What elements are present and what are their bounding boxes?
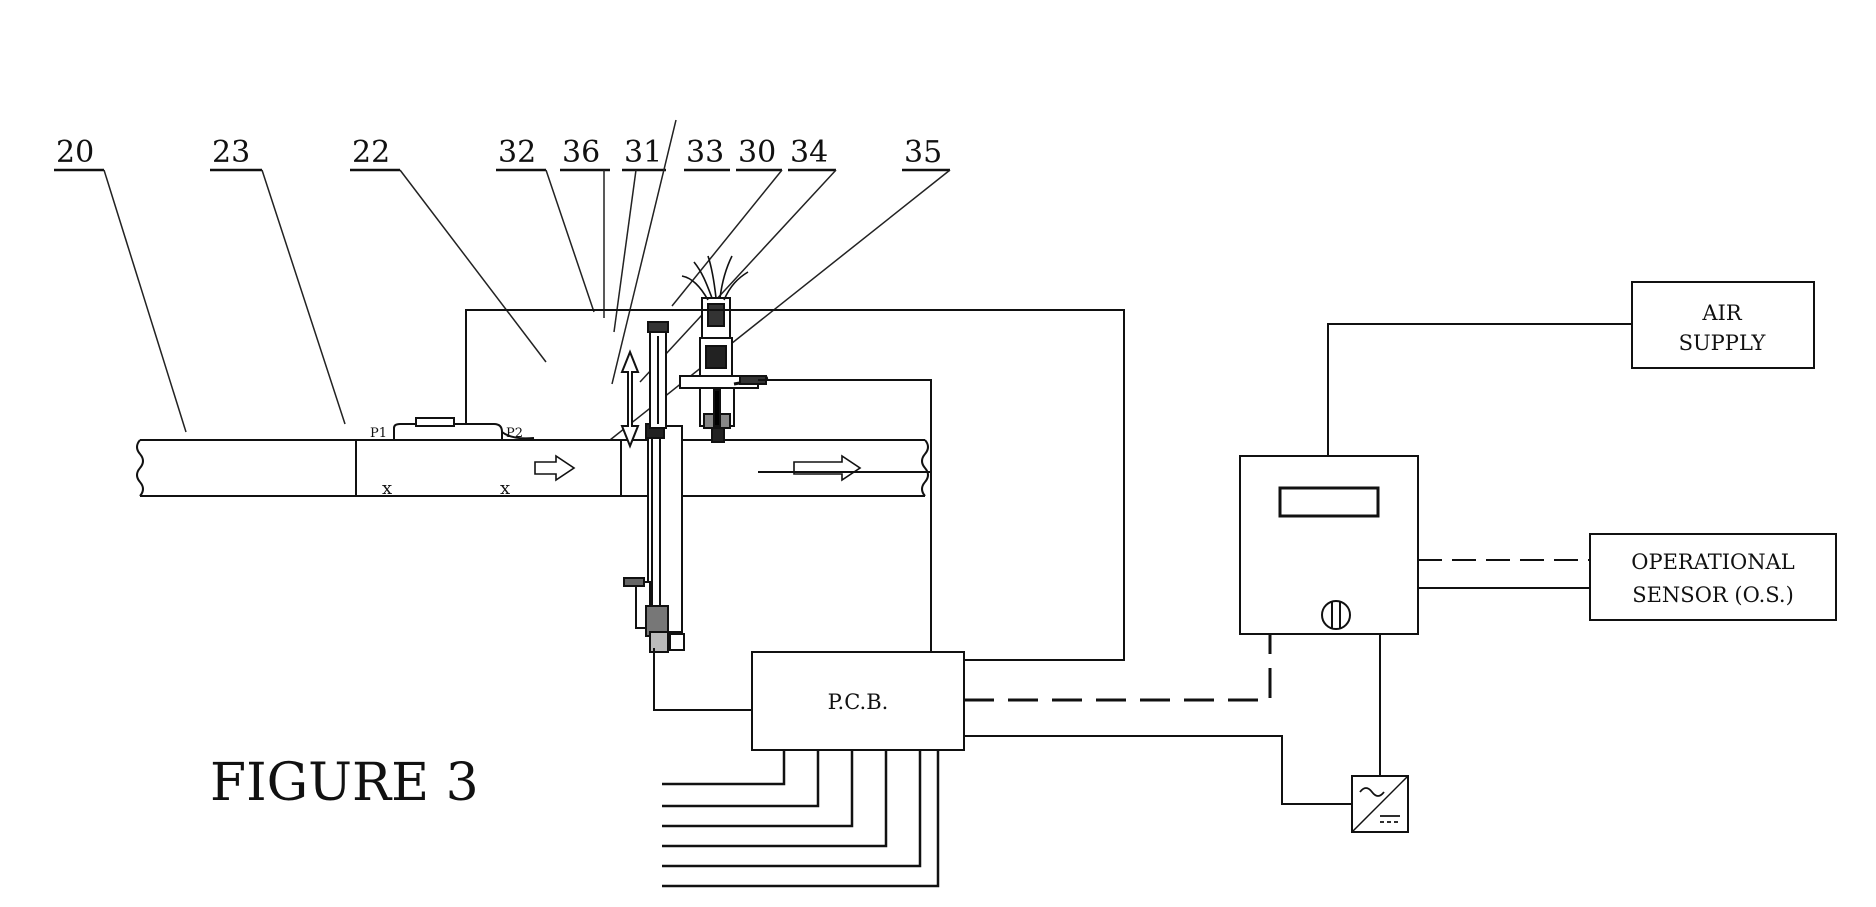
dispensing-head <box>680 298 768 442</box>
figure-title: FIGURE 3 <box>210 753 479 813</box>
air-supply-block: AIR SUPPLY <box>1632 282 1814 368</box>
operational-sensor-lines <box>1418 560 1590 588</box>
air-supply-label-line2: SUPPLY <box>1679 331 1767 355</box>
pipe-mark-x2: x <box>500 478 510 499</box>
pipe-mark-p1: P1 <box>370 426 387 441</box>
operational-sensor-label-line1: OPERATIONAL <box>1631 550 1795 574</box>
operational-sensor-block: OPERATIONAL SENSOR (O.S.) <box>1590 534 1836 620</box>
spray-plume-icon <box>682 256 748 300</box>
ref-label-31: 31 <box>624 135 662 170</box>
pcb-wire-bundle <box>662 750 938 886</box>
ref-23: 23 <box>210 135 345 424</box>
air-line <box>1328 324 1632 456</box>
ref-31: 31 <box>614 135 666 332</box>
knob-icon <box>1322 601 1350 629</box>
leader-32 <box>546 170 594 312</box>
air-supply-label-line1: AIR <box>1701 301 1742 325</box>
ref-label-34: 34 <box>790 135 828 170</box>
pcb-block: P.C.B. <box>752 652 964 750</box>
ref-34: 34 <box>640 135 836 382</box>
converter-wire-pcb <box>964 736 1352 804</box>
ref-label-30: 30 <box>738 135 776 170</box>
ref-label-22: 22 <box>352 135 390 170</box>
ref-label-23: 23 <box>212 135 250 170</box>
leader-23 <box>262 170 345 424</box>
ref-20: 20 <box>54 135 186 432</box>
ref-label-33: 33 <box>686 135 724 170</box>
leader-22 <box>400 170 546 362</box>
ref-label-36: 36 <box>562 135 600 170</box>
leader-34 <box>640 170 836 382</box>
power-converter <box>1352 776 1408 832</box>
flow-arrow-icon <box>535 456 574 480</box>
valve-wire <box>654 648 752 710</box>
ref-label-35: 35 <box>904 135 942 170</box>
pipe-mark-x1: x <box>382 478 392 499</box>
pcb-label: P.C.B. <box>828 690 889 714</box>
ref-label-20: 20 <box>56 135 94 170</box>
ref-label-32: 32 <box>498 135 536 170</box>
flow-arrow-icon <box>794 456 860 480</box>
double-arrow-icon <box>622 352 638 446</box>
leader-20 <box>104 170 186 432</box>
leader-30 <box>672 170 782 306</box>
ref-36: 36 <box>560 135 610 318</box>
operational-sensor-label-line2: SENSOR (O.S.) <box>1632 583 1794 607</box>
controller-unit <box>1240 456 1418 634</box>
pcb-controller-dashed-link <box>964 634 1270 700</box>
leader-31 <box>614 170 636 332</box>
